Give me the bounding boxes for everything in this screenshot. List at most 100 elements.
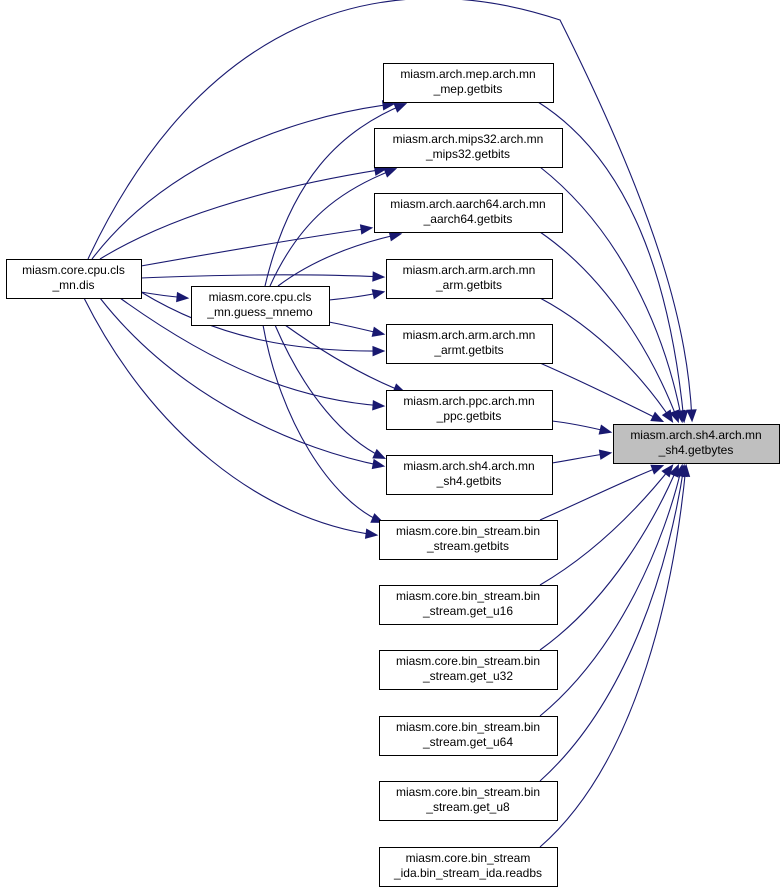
edge-dis-to-ppc_getbits <box>119 297 386 411</box>
node-label-line: miasm.core.bin_stream.bin <box>396 524 540 538</box>
edge-line <box>277 233 401 287</box>
node-label-line: miasm.core.bin_stream.bin <box>396 589 540 603</box>
edge-line <box>539 465 673 586</box>
node-box <box>374 128 563 168</box>
node-label-line: miasm.arch.mips32.arch.mn <box>393 132 544 146</box>
node-label-line: _mn.dis <box>51 278 94 292</box>
focus-node-sh4_getbytes[interactable]: miasm.arch.sh4.arch.mn_sh4.getbytes <box>613 424 780 464</box>
node-label-line: _mn.guess_mnemo <box>206 305 313 319</box>
node-mep_getbits[interactable]: miasm.arch.mep.arch.mn_mep.getbits <box>383 63 554 103</box>
node-label-line: _sh4.getbits <box>436 474 502 488</box>
edge-arrowhead <box>669 409 680 424</box>
node-box <box>379 585 558 625</box>
node-label-line: miasm.arch.arm.arch.mn <box>403 263 536 277</box>
node-label-line: _mips32.getbits <box>425 147 510 161</box>
edge-line <box>262 324 383 523</box>
node-label-line: _ida.bin_stream_ida.readbs <box>393 866 542 880</box>
node-label-line: miasm.arch.mep.arch.mn <box>400 67 535 81</box>
edge-line <box>99 168 386 260</box>
node-aarch64_getbits[interactable]: miasm.arch.aarch64.arch.mn_aarch64.getbi… <box>374 193 563 233</box>
edge-armt_getbits-to-sh4_getbytes <box>539 362 665 423</box>
edge-arrowhead <box>364 528 379 539</box>
node-bs_get_u64[interactable]: miasm.core.bin_stream.bin_stream.get_u64 <box>379 716 558 756</box>
edge-arrowhead <box>372 400 386 411</box>
node-dis[interactable]: miasm.core.cpu.cls_mn.dis <box>6 259 142 299</box>
edge-line <box>537 101 685 422</box>
node-bs_get_u8[interactable]: miasm.core.bin_stream.bin_stream.get_u8 <box>379 781 558 821</box>
node-bs_get_u16[interactable]: miasm.core.bin_stream.bin_stream.get_u16 <box>379 585 558 625</box>
node-label-line: miasm.core.bin_stream.bin <box>396 785 540 799</box>
edge-arrowhead <box>383 167 398 178</box>
edge-bs_get_u64-to-sh4_getbytes <box>539 463 685 717</box>
node-box <box>386 455 553 495</box>
node-label-line: _arm.getbits <box>435 278 502 292</box>
node-box <box>6 259 142 299</box>
node-box <box>191 286 330 326</box>
node-bs_get_u32[interactable]: miasm.core.bin_stream.bin_stream.get_u32 <box>379 650 558 690</box>
edge-bs_getbits-to-sh4_getbytes <box>539 464 665 521</box>
edge-arrowhead <box>372 345 386 357</box>
edge-arrowhead <box>598 449 613 460</box>
edge-bs_get_u16-to-sh4_getbytes <box>539 464 674 586</box>
node-label-line: _mep.getbits <box>433 82 503 96</box>
node-label-line: _ppc.getbits <box>436 409 502 423</box>
node-box <box>379 847 558 887</box>
edge-arrowhead <box>176 291 190 303</box>
edge-line <box>539 465 685 782</box>
edge-arrowhead <box>598 424 613 435</box>
edge-line <box>99 297 384 467</box>
edge-dis-to-mips32_getbits <box>99 165 388 260</box>
edge-guess_mnemo-to-armt_getbits <box>328 321 386 337</box>
edge-arm_getbits-to-sh4_getbytes <box>539 297 674 423</box>
edge-line <box>274 324 385 459</box>
node-label-line: miasm.core.cpu.cls <box>209 290 312 304</box>
node-bs_getbits[interactable]: miasm.core.bin_stream.bin_stream.getbits <box>379 520 558 560</box>
node-layer: miasm.arch.sh4.arch.mn_sh4.getbytesmiasm… <box>6 63 780 887</box>
edge-line <box>140 274 384 279</box>
edge-bs_get_u8-to-sh4_getbytes <box>539 463 688 782</box>
node-box <box>386 390 553 430</box>
node-box <box>379 716 558 756</box>
edge-arrowhead <box>393 103 408 113</box>
node-label-line: miasm.arch.sh4.arch.mn <box>630 428 761 442</box>
edge-line <box>83 297 377 536</box>
node-label-line: miasm.core.bin_stream.bin <box>396 720 540 734</box>
edge-line <box>539 465 687 848</box>
edge-arrowhead <box>661 409 674 423</box>
node-box <box>379 781 558 821</box>
node-label-line: miasm.arch.arm.arch.mn <box>403 328 536 342</box>
node-label-line: miasm.arch.sh4.arch.mn <box>403 459 534 473</box>
node-box <box>383 63 554 103</box>
edge-line <box>539 465 663 521</box>
edge-arrowhead <box>679 463 691 477</box>
edge-guess_mnemo-to-arm_getbits <box>328 289 386 301</box>
edge-line <box>539 166 683 422</box>
edge-arrowhead <box>372 448 387 459</box>
node-arm_getbits[interactable]: miasm.arch.arm.arch.mn_arm.getbits <box>386 259 553 299</box>
edge-aarch64_getbits-to-sh4_getbytes <box>539 231 680 424</box>
node-label-line: _stream.get_u32 <box>422 669 513 683</box>
edge-sh4_getbits-to-sh4_getbytes <box>551 449 613 464</box>
node-guess_mnemo[interactable]: miasm.core.cpu.cls_mn.guess_mnemo <box>191 286 330 326</box>
node-mips32_getbits[interactable]: miasm.arch.mips32.arch.mn_mips32.getbits <box>374 128 563 168</box>
node-sh4_getbits[interactable]: miasm.arch.sh4.arch.mn_sh4.getbits <box>386 455 553 495</box>
node-box <box>613 424 780 464</box>
edge-line <box>284 324 405 393</box>
node-label-line: _sh4.getbytes <box>658 443 734 457</box>
node-ppc_getbits[interactable]: miasm.arch.ppc.arch.mn_ppc.getbits <box>386 390 553 430</box>
node-bsida_readbs[interactable]: miasm.core.bin_stream_ida.bin_stream_ida… <box>379 847 558 887</box>
node-armt_getbits[interactable]: miasm.arch.arm.arch.mn_armt.getbits <box>386 324 553 364</box>
edge-ppc_getbits-to-sh4_getbytes <box>551 420 613 435</box>
edge-line <box>91 103 394 260</box>
edge-arrowhead <box>661 464 674 478</box>
edge-line <box>140 227 372 267</box>
edge-guess_mnemo-to-sh4_getbits <box>274 324 387 459</box>
node-label-line: _stream.get_u8 <box>425 800 510 814</box>
edge-arrowhead <box>686 409 697 423</box>
edge-line <box>539 362 663 422</box>
edge-layer <box>83 0 697 848</box>
edge-arrowhead <box>372 271 386 282</box>
node-label-line: _stream.get_u16 <box>422 604 513 618</box>
edge-dis-to-mep_getbits <box>91 100 396 260</box>
